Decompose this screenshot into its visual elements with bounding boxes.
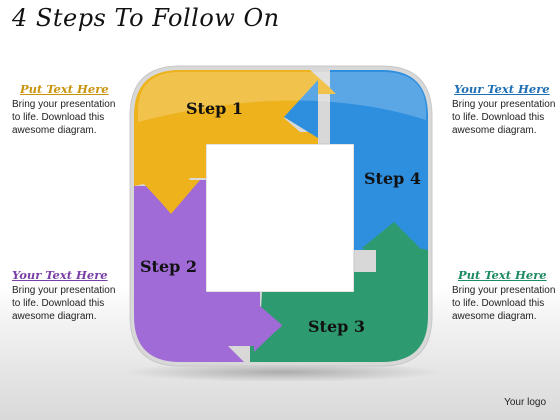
step-1-label: Step 1 (186, 99, 243, 118)
note-top-left: Put Text Here Bring your presentation to… (12, 82, 120, 137)
step-2-segment (134, 180, 282, 362)
step-1-arrowhead (142, 180, 200, 214)
note-bottom-left-heading: Your Text Here (12, 268, 108, 282)
note-top-right-body: Bring your presentation to life. Downloa… (452, 99, 556, 136)
step-4-label: Step 4 (364, 169, 421, 188)
step-1-segment (134, 70, 336, 212)
floor-shadow (122, 362, 442, 382)
note-bottom-right-heading: Put Text Here (458, 268, 547, 282)
note-top-right: Your Text Here Bring your presentation t… (452, 82, 560, 137)
note-bottom-right-body: Bring your presentation to life. Downloa… (452, 285, 556, 322)
note-bottom-right: Put Text Here Bring your presentation to… (452, 268, 560, 323)
step-3-arrowhead (362, 222, 420, 248)
step-4-arrowhead (284, 80, 318, 138)
note-top-left-body: Bring your presentation to life. Downloa… (12, 99, 116, 136)
step-3-label: Step 3 (308, 317, 365, 336)
note-top-right-heading: Your Text Here (454, 82, 550, 96)
page-title: 4 Steps To Follow On (12, 4, 280, 32)
note-bottom-left: Your Text Here Bring your presentation t… (12, 268, 120, 323)
footer-logo: Your logo (504, 397, 546, 408)
step-2-label: Step 2 (140, 257, 197, 276)
note-bottom-left-body: Bring your presentation to life. Downloa… (12, 285, 116, 322)
step-2-arrowhead (254, 306, 282, 350)
gloss-highlight (138, 72, 426, 122)
note-top-left-heading: Put Text Here (20, 82, 109, 96)
